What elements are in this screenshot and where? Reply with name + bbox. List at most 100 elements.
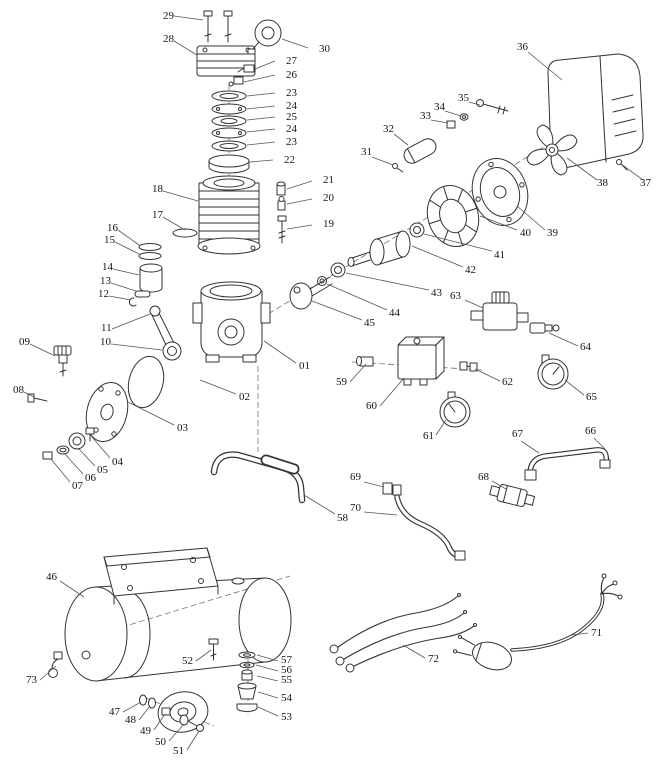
motor-end-cover <box>471 158 529 226</box>
intake-filter-icon <box>247 19 282 55</box>
part-label-41: 41 <box>494 249 505 261</box>
part-label-09: 09 <box>19 336 31 348</box>
part-label-19: 19 <box>323 218 335 230</box>
part-label-23a: 23 <box>286 87 298 99</box>
part-label-31: 31 <box>361 146 372 158</box>
outlet-pipe <box>524 447 611 481</box>
wheel <box>157 691 209 733</box>
part-label-36: 36 <box>517 41 529 53</box>
oil-breather <box>53 345 72 377</box>
wiring-harness <box>329 593 477 673</box>
check-valve <box>489 484 536 508</box>
crankcase <box>192 281 271 363</box>
part-label-50: 50 <box>155 736 167 748</box>
power-plug <box>453 573 623 671</box>
part-label-06: 06 <box>85 472 97 484</box>
valve-plate-stack <box>208 90 250 174</box>
part-label-18: 18 <box>152 183 164 195</box>
part-label-65: 65 <box>586 391 598 403</box>
part-label-23b: 23 <box>286 136 298 148</box>
part-label-63: 63 <box>450 290 462 302</box>
part-label-33: 33 <box>420 110 432 122</box>
part-label-11: 11 <box>101 322 112 334</box>
head-bolts <box>203 10 233 43</box>
part-label-30: 30 <box>319 43 331 55</box>
part-label-16: 16 <box>107 222 119 234</box>
part-label-52: 52 <box>182 655 193 667</box>
part-label-14: 14 <box>102 261 114 273</box>
foot-mount-stack <box>208 638 258 712</box>
bearing-front <box>409 222 425 238</box>
motor-bolts <box>446 99 509 129</box>
part-label-07: 07 <box>72 480 84 492</box>
part-label-64: 64 <box>580 341 592 353</box>
part-label-13: 13 <box>100 275 112 287</box>
part-label-53: 53 <box>281 711 293 723</box>
cylinder-gasket <box>172 228 198 238</box>
part-label-29: 29 <box>163 10 175 22</box>
capacitor <box>403 138 437 164</box>
part-label-71: 71 <box>591 627 602 639</box>
valve-small-parts <box>276 181 287 244</box>
part-label-72: 72 <box>428 653 439 665</box>
tank <box>64 577 292 682</box>
part-label-37: 37 <box>640 177 652 189</box>
diagram-artwork <box>27 10 644 733</box>
part-label-42: 42 <box>465 264 476 276</box>
part-label-43: 43 <box>431 287 443 299</box>
part-label-47: 47 <box>109 706 121 718</box>
part-label-73: 73 <box>26 674 38 686</box>
part-label-40: 40 <box>520 227 532 239</box>
part-label-61: 61 <box>423 430 434 442</box>
part-label-48: 48 <box>125 714 137 726</box>
pressure-switch <box>356 336 445 386</box>
part-label-20: 20 <box>323 192 335 204</box>
crankshaft <box>289 276 333 310</box>
part-label-10: 10 <box>100 336 112 348</box>
part-label-01: 01 <box>299 360 310 372</box>
part-label-55: 55 <box>281 674 293 686</box>
part-label-04: 04 <box>112 456 124 468</box>
sight-glass-parts <box>42 427 95 460</box>
breather-bolt <box>27 393 48 403</box>
part-label-38: 38 <box>597 177 609 189</box>
part-label-51: 51 <box>173 745 184 757</box>
part-label-28: 28 <box>163 33 175 45</box>
head-fittings <box>228 64 255 87</box>
rotor <box>347 230 411 267</box>
part-label-24b: 24 <box>286 123 298 135</box>
part-label-67: 67 <box>512 428 524 440</box>
nipple-fitting <box>459 361 478 372</box>
part-label-46: 46 <box>46 571 58 583</box>
part-label-15: 15 <box>104 234 116 246</box>
bent-pipe <box>382 482 466 561</box>
capacitor-screw <box>392 163 404 173</box>
part-label-62: 62 <box>502 376 513 388</box>
tank-bracket <box>103 547 219 605</box>
part-label-54: 54 <box>281 692 293 704</box>
piston-assembly <box>128 243 163 307</box>
regulator <box>470 291 529 331</box>
fan <box>526 124 578 176</box>
part-label-22: 22 <box>284 154 295 166</box>
part-label-27: 27 <box>286 55 298 67</box>
part-label-56: 56 <box>281 664 293 676</box>
part-label-58: 58 <box>337 512 349 524</box>
part-label-35: 35 <box>458 92 470 104</box>
pressure-gauge-bottom <box>439 391 471 428</box>
part-label-69: 69 <box>350 471 362 483</box>
part-label-02: 02 <box>239 391 250 403</box>
part-label-21: 21 <box>323 174 334 186</box>
part-label-60: 60 <box>366 400 378 412</box>
handle <box>210 451 306 504</box>
construction-lines <box>69 84 629 727</box>
part-label-68: 68 <box>478 471 490 483</box>
cylinder <box>197 175 261 255</box>
leader-lines <box>23 15 644 751</box>
part-label-08: 08 <box>13 384 25 396</box>
drain-valve <box>48 651 63 678</box>
part-label-57: 57 <box>281 654 293 666</box>
part-label-44: 44 <box>389 307 401 319</box>
part-label-59: 59 <box>336 376 348 388</box>
